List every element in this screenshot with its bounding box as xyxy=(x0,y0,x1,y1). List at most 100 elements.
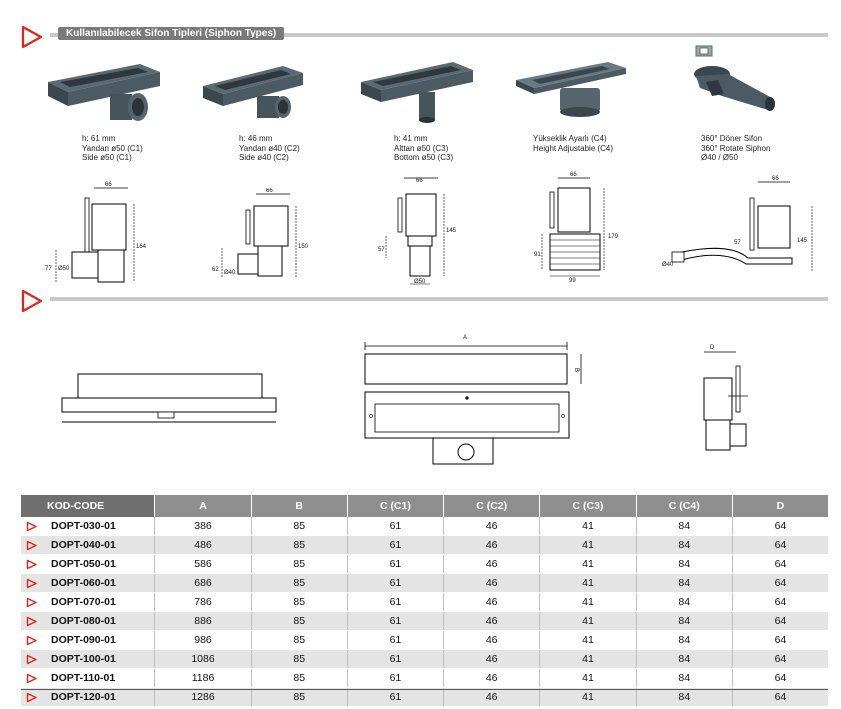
svg-text:150: 150 xyxy=(298,244,309,250)
value-cell: 1286 xyxy=(154,687,252,707)
row-arrow-icon xyxy=(26,521,37,532)
value-cell: 41 xyxy=(539,554,637,574)
table-header-row: KOD-CODE A B C (C1) C (C2) C (C3) C (C4)… xyxy=(21,495,828,517)
value-cell: 41 xyxy=(539,687,637,707)
value-cell: 85 xyxy=(250,592,348,612)
product-code-cell: DOPT-050-01 xyxy=(21,554,155,574)
value-cell: 85 xyxy=(250,649,348,669)
value-cell: 85 xyxy=(250,554,348,574)
value-cell: 84 xyxy=(635,687,733,707)
row-arrow-icon xyxy=(26,692,37,703)
value-cell: 1086 xyxy=(154,649,252,669)
value-cell: 41 xyxy=(539,611,637,631)
value-cell: 61 xyxy=(346,668,444,688)
product-code-cell: DOPT-060-01 xyxy=(21,573,155,593)
product-code-cell: DOPT-080-01 xyxy=(21,611,155,631)
value-cell: 85 xyxy=(250,668,348,688)
value-cell: 686 xyxy=(154,573,252,593)
value-cell: 61 xyxy=(346,630,444,650)
svg-text:77: 77 xyxy=(45,266,52,272)
value-cell: 41 xyxy=(539,517,637,536)
siphon-drawing-c3: 66 145 57 Ø50 xyxy=(378,177,457,285)
product-code-cell: DOPT-070-01 xyxy=(21,592,155,612)
value-cell: 886 xyxy=(154,611,252,631)
value-cell: 84 xyxy=(635,611,733,631)
value-cell: 84 xyxy=(635,668,733,688)
value-cell: 46 xyxy=(443,517,540,536)
svg-text:66: 66 xyxy=(570,172,577,178)
value-cell: 61 xyxy=(346,573,444,593)
value-cell: 64 xyxy=(731,517,828,536)
value-cell: 986 xyxy=(154,630,252,650)
siphon-drawing-360: 66 145 57 Ø40 xyxy=(662,176,813,272)
col-header-a: A xyxy=(154,495,252,517)
svg-text:D: D xyxy=(710,345,715,351)
svg-text:164: 164 xyxy=(136,244,147,250)
value-cell: 64 xyxy=(731,668,828,688)
value-cell: 84 xyxy=(635,630,733,650)
value-cell: 786 xyxy=(154,592,252,612)
value-cell: 1186 xyxy=(154,668,252,688)
value-cell: 64 xyxy=(731,573,828,593)
product-code-cell: DOPT-100-01 xyxy=(21,649,155,669)
value-cell: 64 xyxy=(731,649,828,669)
product-code-cell: DOPT-120-01 xyxy=(21,687,155,707)
value-cell: 84 xyxy=(635,554,733,574)
svg-text:A: A xyxy=(463,335,467,341)
value-cell: 64 xyxy=(731,611,828,631)
value-cell: 85 xyxy=(250,687,348,707)
row-arrow-icon xyxy=(26,540,37,551)
product-code-cell: DOPT-040-01 xyxy=(21,535,155,555)
section-arrow-icon xyxy=(21,25,43,49)
value-cell: 41 xyxy=(539,573,637,593)
value-cell: 61 xyxy=(346,611,444,631)
section-rule xyxy=(50,33,828,37)
siphon-drawing-c4: 66 179 91 99 xyxy=(534,172,619,284)
svg-text:66: 66 xyxy=(105,182,112,188)
svg-text:66: 66 xyxy=(266,188,273,194)
svg-text:62: 62 xyxy=(212,267,219,273)
svg-text:57: 57 xyxy=(734,240,741,246)
svg-text:145: 145 xyxy=(446,228,457,234)
value-cell: 84 xyxy=(635,517,733,536)
svg-text:66: 66 xyxy=(772,176,779,182)
value-cell: 386 xyxy=(154,517,252,536)
row-arrow-icon xyxy=(26,673,37,684)
channel-front-drawing: A B xyxy=(364,335,582,465)
section-rule xyxy=(50,297,828,301)
svg-text:B: B xyxy=(573,368,579,372)
value-cell: 61 xyxy=(346,517,444,536)
col-header-b: B xyxy=(250,495,348,517)
value-cell: 41 xyxy=(539,668,637,688)
value-cell: 46 xyxy=(443,630,540,650)
row-arrow-icon xyxy=(26,616,37,627)
col-header-c4: C (C4) xyxy=(635,495,733,517)
col-header-d: D xyxy=(731,495,828,517)
siphon-render-360 xyxy=(694,45,775,111)
value-cell: 84 xyxy=(635,535,733,555)
col-header-c3: C (C3) xyxy=(539,495,637,517)
value-cell: 85 xyxy=(250,535,348,555)
svg-text:57: 57 xyxy=(378,247,385,253)
value-cell: 46 xyxy=(443,535,540,555)
value-cell: 64 xyxy=(731,592,828,612)
value-cell: 84 xyxy=(635,649,733,669)
value-cell: 84 xyxy=(635,573,733,593)
col-header-kod: KOD-CODE xyxy=(21,495,155,517)
svg-text:145: 145 xyxy=(797,238,808,244)
row-arrow-icon xyxy=(26,597,37,608)
value-cell: 46 xyxy=(443,611,540,631)
siphon-drawing-c2: 66 150 62 Ø40 xyxy=(212,188,309,278)
value-cell: 61 xyxy=(346,554,444,574)
value-cell: 85 xyxy=(250,630,348,650)
row-arrow-icon xyxy=(26,654,37,665)
value-cell: 41 xyxy=(539,649,637,669)
siphon-render-c3 xyxy=(361,62,473,123)
